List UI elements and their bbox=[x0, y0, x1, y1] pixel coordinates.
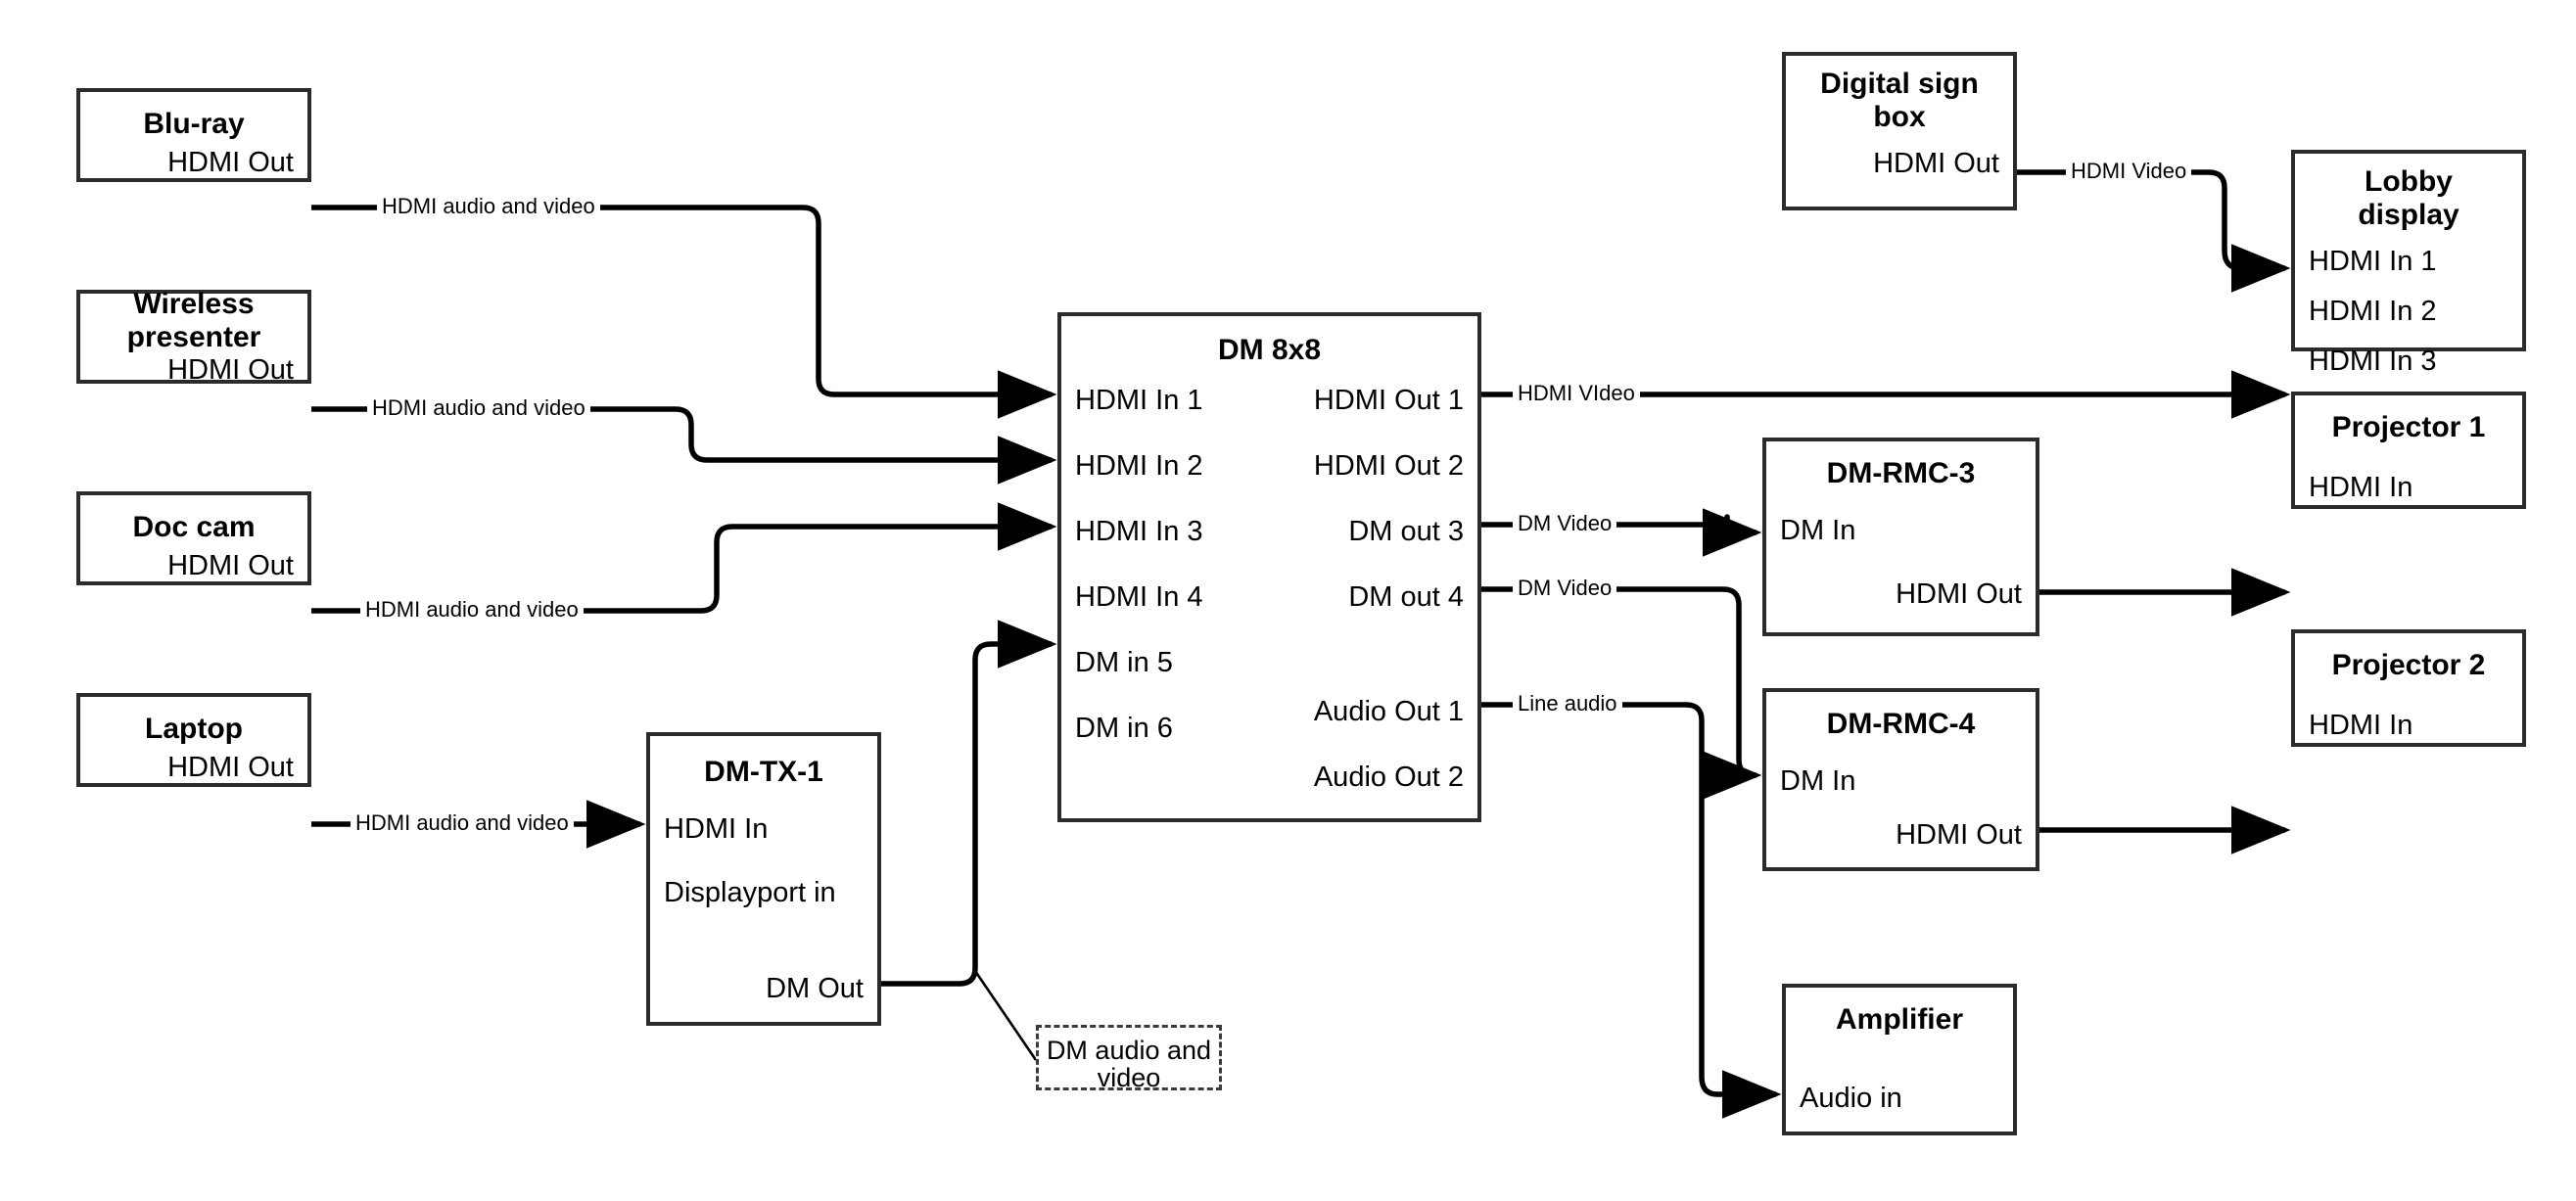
node-dm-8x8[interactable]: DM 8x8 HDMI In 1 HDMI In 2 HDMI In 3 HDM… bbox=[1057, 312, 1481, 822]
node-laptop-title: Laptop bbox=[145, 713, 243, 745]
node-digital-sign-box-title: Digital sign box bbox=[1786, 68, 2013, 133]
node-dm-rmc-3-title: DM-RMC-3 bbox=[1826, 457, 1976, 489]
port-dm8x8-audio-out-2[interactable]: Audio Out 2 bbox=[1313, 762, 1464, 793]
port-dmrmc3-dm-in[interactable]: DM In bbox=[1780, 515, 1856, 546]
edge-label-dm-video-4: DM Video bbox=[1513, 577, 1617, 599]
edge-label-dm-video-3: DM Video bbox=[1513, 513, 1617, 534]
port-dm8x8-audio-out-1[interactable]: Audio Out 1 bbox=[1313, 696, 1464, 727]
port-dm8x8-dm-out-4[interactable]: DM out 4 bbox=[1348, 581, 1464, 613]
wire-dm-out-4-to-rmc4 bbox=[1481, 586, 1762, 800]
port-digital-sign-hdmi-out[interactable]: HDMI Out bbox=[1873, 148, 1999, 179]
node-bluray[interactable]: Blu-ray HDMI Out bbox=[76, 88, 311, 182]
port-dm8x8-hdmi-in-1[interactable]: HDMI In 1 bbox=[1075, 385, 1203, 416]
node-digital-sign-title-line1: Digital sign bbox=[1820, 68, 1979, 100]
node-projector-1[interactable]: Projector 1 HDMI In bbox=[2291, 392, 2526, 509]
port-dmtx1-displayport-in[interactable]: Displayport in bbox=[664, 877, 836, 908]
node-lobby-title-line2: display bbox=[2358, 198, 2459, 231]
port-lobby-hdmi-in-2[interactable]: HDMI In 2 bbox=[2309, 296, 2437, 327]
port-projector1-hdmi-in[interactable]: HDMI In bbox=[2309, 472, 2413, 503]
node-bluray-title: Blu-ray bbox=[143, 108, 245, 140]
node-dm-rmc-4[interactable]: DM-RMC-4 DM In HDMI Out bbox=[1762, 688, 2039, 871]
node-projector-1-title: Projector 1 bbox=[2331, 411, 2486, 443]
wire-audio-out-1-to-amplifier bbox=[1481, 702, 1782, 1119]
note-dm-audio-and-video: DM audio and video bbox=[1036, 1025, 1222, 1092]
port-dm8x8-hdmi-in-2[interactable]: HDMI In 2 bbox=[1075, 450, 1203, 482]
node-digital-sign-box[interactable]: Digital sign box HDMI Out bbox=[1782, 52, 2017, 210]
node-wireless-presenter[interactable]: Wireless presenter HDMI Out bbox=[76, 288, 311, 386]
node-amplifier[interactable]: Amplifier Audio in bbox=[1782, 984, 2017, 1135]
edge-label-hdmi-video: HDMI VIdeo bbox=[1513, 383, 1640, 404]
edge-label-sign-hdmi: HDMI Video bbox=[2066, 161, 2192, 182]
node-lobby-title-line1: Lobby bbox=[2365, 165, 2453, 198]
node-dm-8x8-title: DM 8x8 bbox=[1217, 334, 1322, 366]
port-bluray-hdmi-out[interactable]: HDMI Out bbox=[167, 147, 294, 178]
wire-bluray-to-hdmi-in-1 bbox=[311, 205, 1057, 419]
port-dm8x8-dm-in-6[interactable]: DM in 6 bbox=[1075, 713, 1173, 744]
port-laptop-hdmi-out[interactable]: HDMI Out bbox=[167, 752, 294, 783]
node-digital-sign-title-line2: box bbox=[1873, 100, 1926, 133]
node-dm-rmc-3[interactable]: DM-RMC-3 DM In HDMI Out bbox=[1762, 438, 2039, 636]
port-amplifier-audio-in[interactable]: Audio in bbox=[1800, 1083, 1902, 1114]
port-projector2-hdmi-in[interactable]: HDMI In bbox=[2309, 710, 2413, 741]
wire-dmtx1-to-dm-in-5 bbox=[881, 620, 1057, 987]
node-laptop[interactable]: Laptop HDMI Out bbox=[76, 693, 311, 787]
node-wireless-presenter-title: Wireless presenter bbox=[80, 288, 307, 353]
edge-label-wireless: HDMI audio and video bbox=[367, 397, 590, 419]
node-wireless-title-line1: Wireless bbox=[133, 288, 255, 320]
note-line-2: video bbox=[1097, 1063, 1161, 1092]
port-dm8x8-hdmi-in-4[interactable]: HDMI In 4 bbox=[1075, 581, 1203, 613]
wire-sign-to-lobby-hdmi-in-1 bbox=[2017, 169, 2291, 293]
node-doc-cam[interactable]: Doc cam HDMI Out bbox=[76, 491, 311, 585]
port-dmtx1-dm-out[interactable]: DM Out bbox=[766, 973, 864, 1004]
node-dm-tx-1-title: DM-TX-1 bbox=[704, 756, 823, 788]
note-line-1: DM audio and bbox=[1046, 1036, 1212, 1065]
edge-label-laptop: HDMI audio and video bbox=[351, 812, 574, 834]
node-doc-cam-title: Doc cam bbox=[132, 511, 256, 543]
port-dmrmc3-hdmi-out[interactable]: HDMI Out bbox=[1896, 578, 2022, 610]
node-dm-tx-1[interactable]: DM-TX-1 HDMI In Displayport in DM Out bbox=[646, 732, 881, 1026]
port-lobby-hdmi-in-3[interactable]: HDMI In 3 bbox=[2309, 346, 2437, 377]
port-dm8x8-hdmi-out-1[interactable]: HDMI Out 1 bbox=[1313, 385, 1464, 416]
edge-label-bluray: HDMI audio and video bbox=[377, 196, 600, 217]
node-lobby-display[interactable]: Lobby display HDMI In 1 HDMI In 2 HDMI I… bbox=[2291, 150, 2526, 377]
port-dmtx1-hdmi-in[interactable]: HDMI In bbox=[664, 813, 769, 845]
edge-label-line-audio: Line audio bbox=[1513, 693, 1622, 715]
port-doccam-hdmi-out[interactable]: HDMI Out bbox=[167, 550, 294, 581]
node-dm-rmc-4-title: DM-RMC-4 bbox=[1826, 708, 1976, 740]
port-dm8x8-hdmi-out-2[interactable]: HDMI Out 2 bbox=[1313, 450, 1464, 482]
port-dmrmc4-hdmi-out[interactable]: HDMI Out bbox=[1896, 819, 2022, 851]
node-projector-2-title: Projector 2 bbox=[2331, 649, 2486, 681]
port-dm8x8-dm-in-5[interactable]: DM in 5 bbox=[1075, 647, 1173, 678]
port-dmrmc4-dm-in[interactable]: DM In bbox=[1780, 765, 1856, 797]
wire-note-leader bbox=[973, 970, 1038, 1061]
node-amplifier-title: Amplifier bbox=[1835, 1003, 1964, 1036]
node-projector-2[interactable]: Projector 2 HDMI In bbox=[2291, 629, 2526, 747]
port-wireless-hdmi-out[interactable]: HDMI Out bbox=[167, 354, 294, 386]
port-dm8x8-dm-out-3[interactable]: DM out 3 bbox=[1348, 516, 1464, 547]
node-lobby-display-title: Lobby display bbox=[2295, 165, 2522, 231]
node-wireless-title-line2: presenter bbox=[126, 320, 261, 353]
port-lobby-hdmi-in-1[interactable]: HDMI In 1 bbox=[2309, 246, 2437, 277]
port-dm8x8-hdmi-in-3[interactable]: HDMI In 3 bbox=[1075, 516, 1203, 547]
edge-label-doccam: HDMI audio and video bbox=[360, 599, 584, 621]
